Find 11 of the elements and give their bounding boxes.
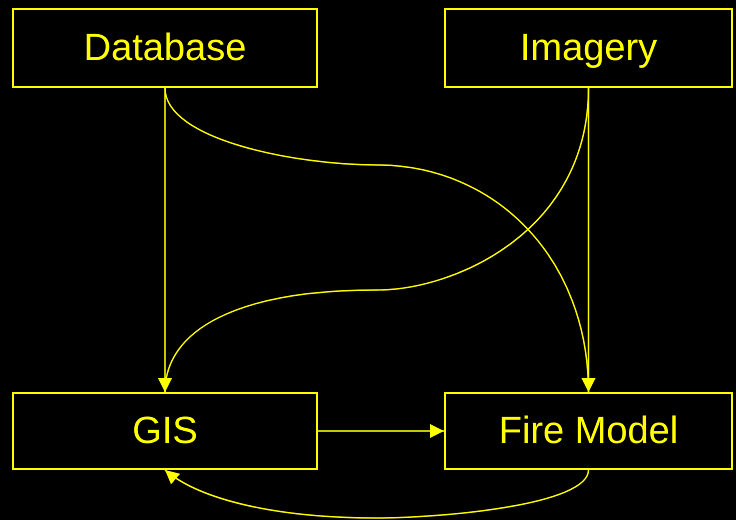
arrow <box>318 424 444 438</box>
process-box <box>444 8 733 88</box>
process-box <box>12 392 318 470</box>
process-box <box>12 8 318 88</box>
node-label: Database <box>84 26 246 70</box>
arrow <box>582 88 596 392</box>
node-label: Fire Model <box>498 410 678 452</box>
node-label: Imagery <box>520 26 658 70</box>
arrow <box>164 469 590 519</box>
process-box <box>444 392 733 470</box>
node-label: GIS <box>132 410 198 452</box>
